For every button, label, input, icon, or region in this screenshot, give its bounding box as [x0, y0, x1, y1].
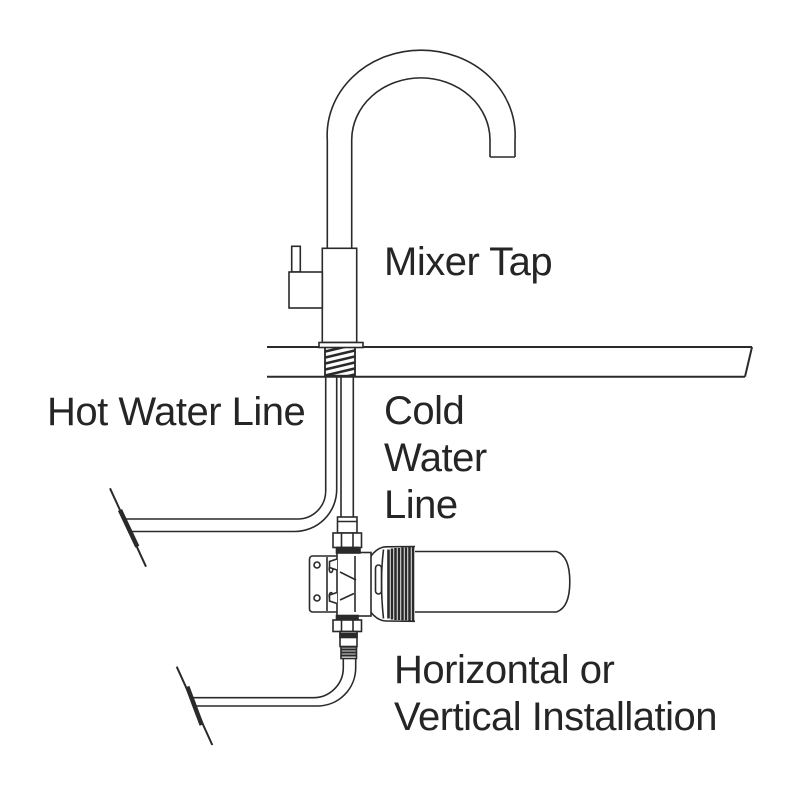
outlet-ribbed-connector — [340, 646, 358, 660]
filter-cartridge — [415, 550, 571, 613]
outlet-pipe — [191, 658, 357, 707]
cold-water-line-label: Cold Water Line — [384, 389, 487, 527]
wall-connection-lower-icon — [175, 666, 214, 746]
tap-threaded-shank-icon — [324, 346, 356, 377]
cold-water-pipe — [340, 376, 355, 517]
hot-water-line-label: Hot Water Line — [47, 390, 306, 434]
mixer-tap-icon — [288, 49, 516, 349]
wall-connection-upper-icon — [109, 487, 147, 568]
mixer-tap-handle — [288, 245, 324, 309]
inline-water-filter-icon — [308, 516, 571, 660]
collar-ribs — [387, 547, 415, 621]
installation-orientation-label: Horizontal or Vertical Installation — [394, 648, 718, 739]
mixer-tap-label: Mixer Tap — [384, 240, 553, 284]
hot-water-pipe — [124, 376, 338, 533]
